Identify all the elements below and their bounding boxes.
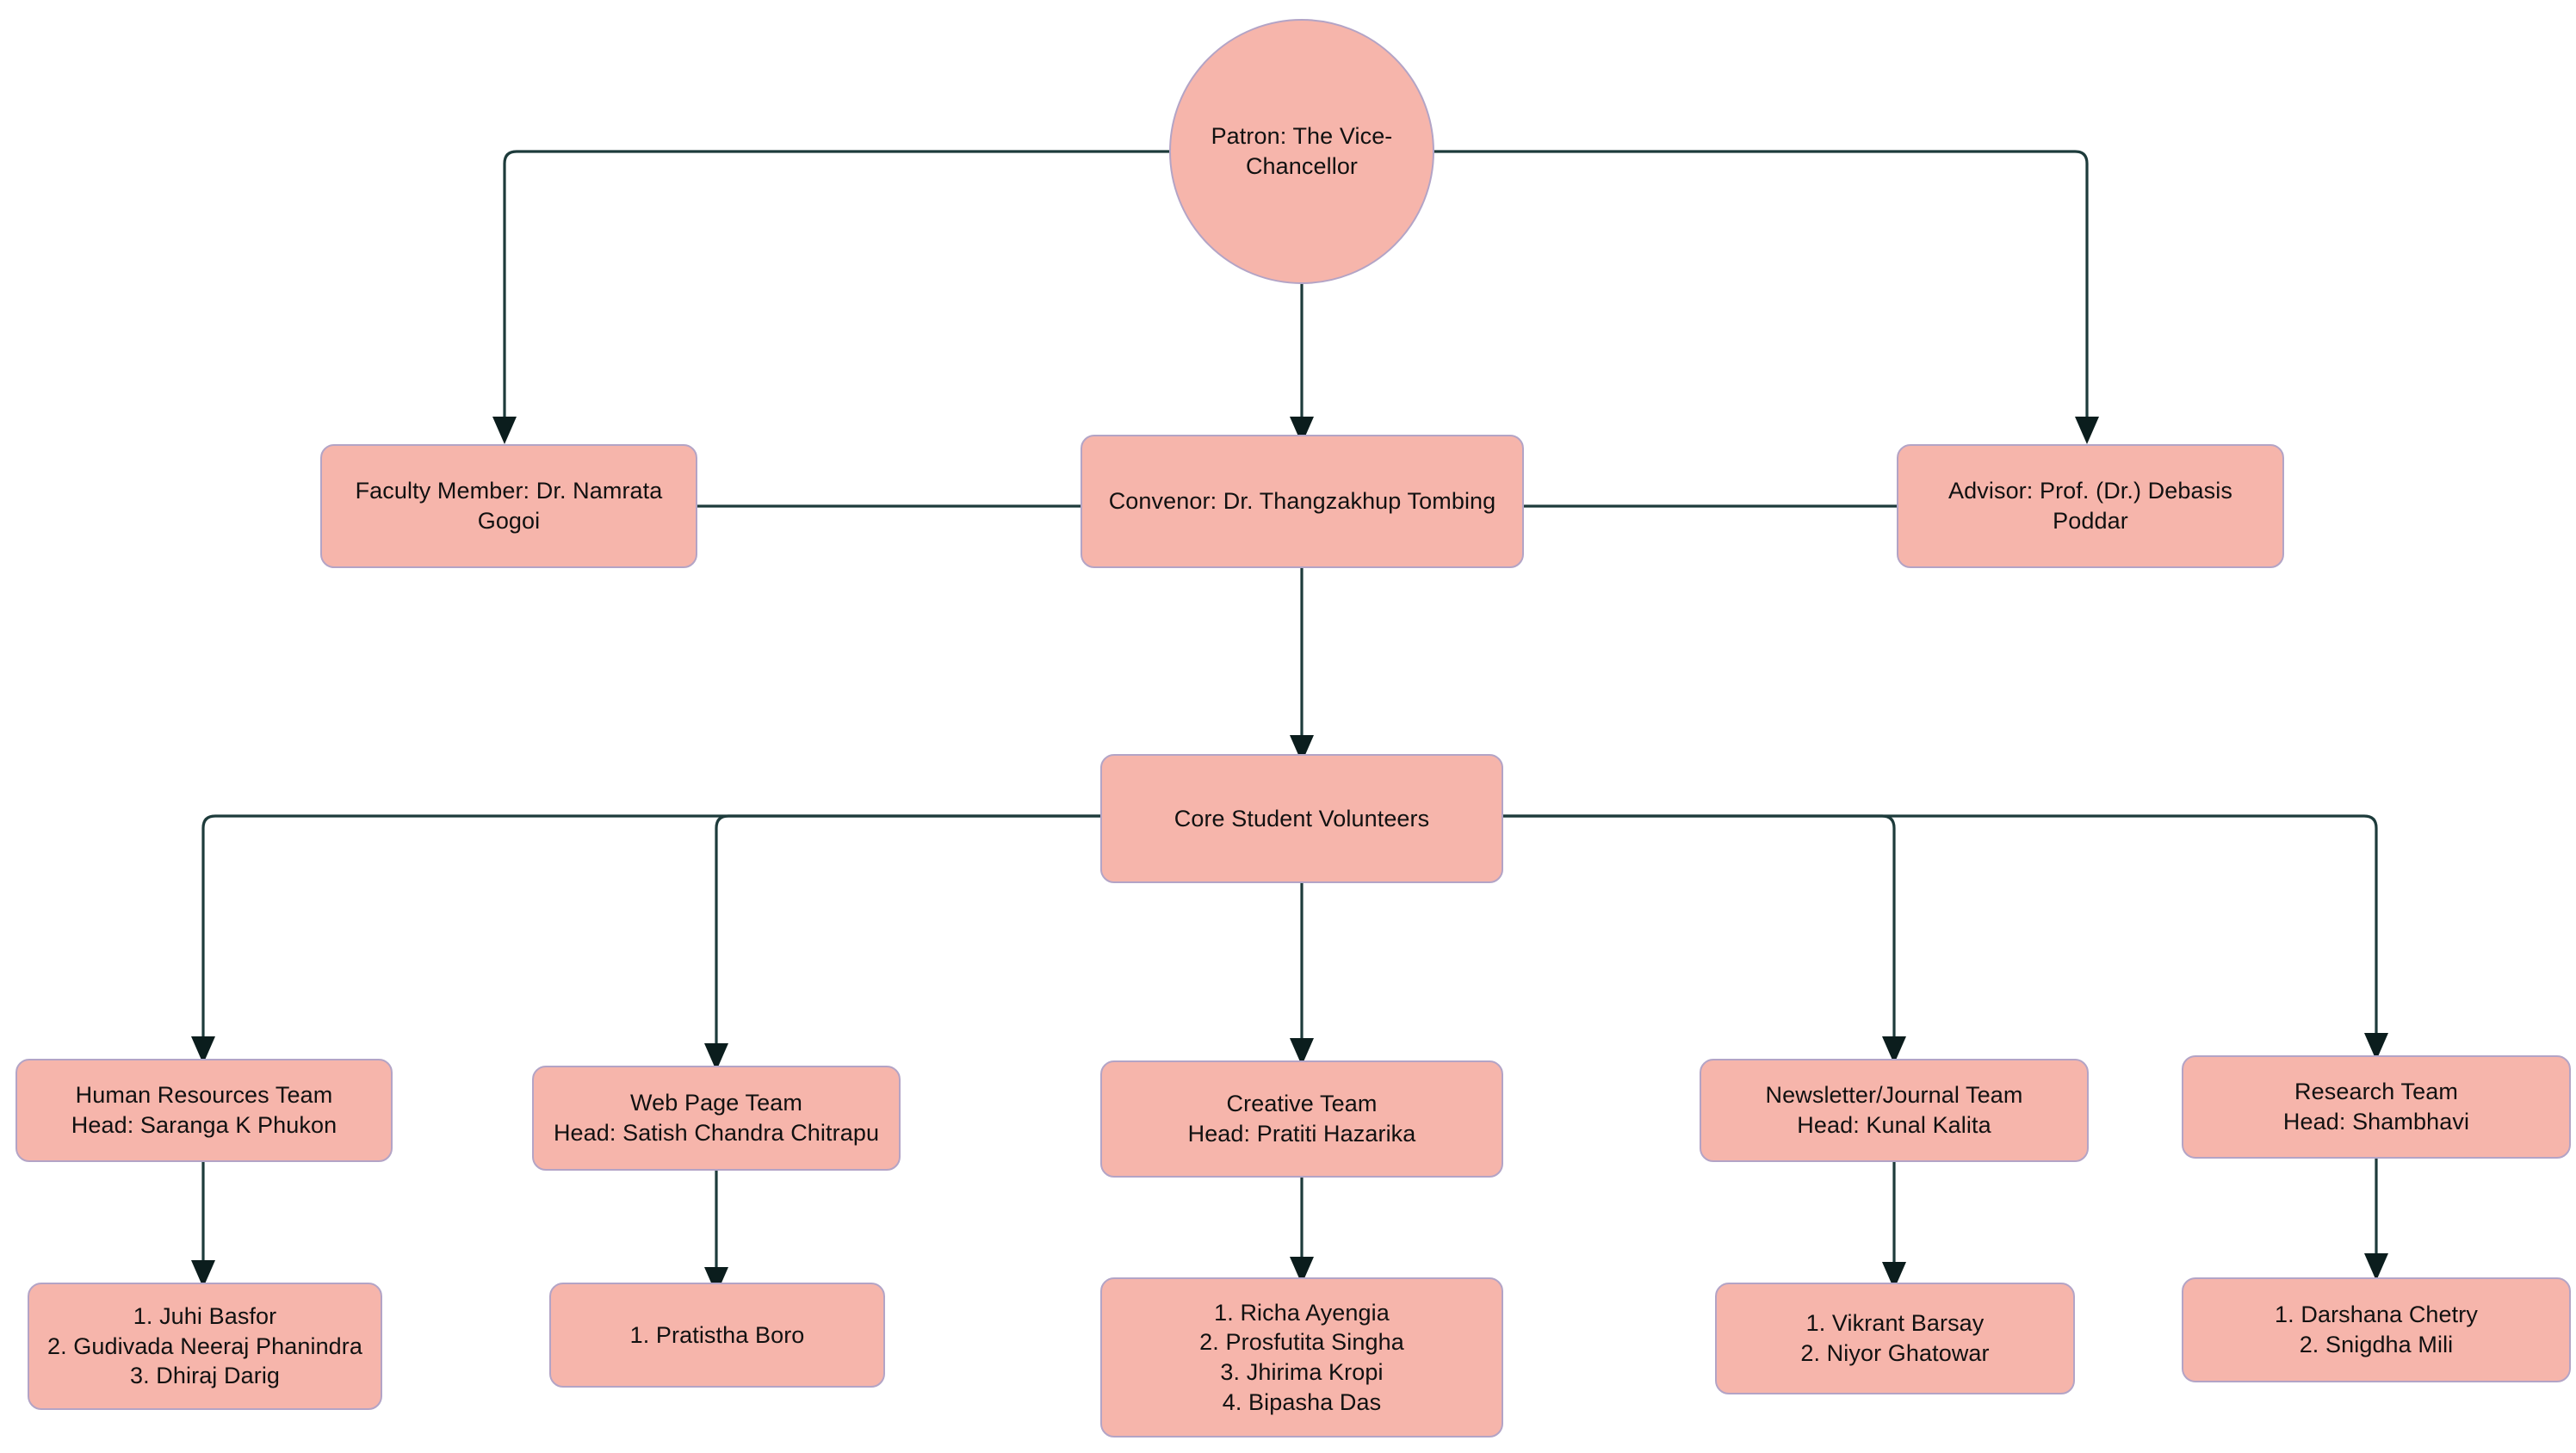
node-creative-members-label: 1. Richa Ayengia 2. Prosfutita Singha 3.… xyxy=(1199,1299,1404,1415)
node-newsletter-members-label: 1. Vikrant Barsay 2. Niyor Ghatowar xyxy=(1800,1310,1990,1366)
node-creative-team[interactable]: Creative Team Head: Pratiti Hazarika xyxy=(1100,1060,1503,1178)
edge-core-to-hr xyxy=(201,814,1100,1042)
node-faculty-member-label: Faculty Member: Dr. Namrata Gogoi xyxy=(355,478,663,534)
node-creative-team-label: Creative Team Head: Pratiti Hazarika xyxy=(1187,1091,1416,1147)
node-advisor-label: Advisor: Prof. (Dr.) Debasis Poddar xyxy=(1948,478,2232,534)
node-convenor[interactable]: Convenor: Dr. Thangzakhup Tombing xyxy=(1081,435,1524,568)
edge-core-to-newsletter xyxy=(1503,814,1896,1042)
node-research-members[interactable]: 1. Darshana Chetry 2. Snigdha Mili xyxy=(2182,1277,2571,1382)
edge-core-to-research xyxy=(1503,814,2378,1038)
node-creative-members[interactable]: 1. Richa Ayengia 2. Prosfutita Singha 3.… xyxy=(1100,1277,1503,1438)
node-core-student-volunteers[interactable]: Core Student Volunteers xyxy=(1100,754,1503,883)
node-faculty-member[interactable]: Faculty Member: Dr. Namrata Gogoi xyxy=(320,444,697,568)
arrowhead-patron-faculty xyxy=(492,417,517,444)
node-newsletter-members[interactable]: 1. Vikrant Barsay 2. Niyor Ghatowar xyxy=(1715,1283,2075,1394)
node-newsletter-journal-team[interactable]: Newsletter/Journal Team Head: Kunal Kali… xyxy=(1700,1059,2089,1162)
node-patron-label: Patron: The Vice-Chancellor xyxy=(1211,123,1393,179)
node-web-members-label: 1. Pratistha Boro xyxy=(629,1321,805,1348)
node-web-members[interactable]: 1. Pratistha Boro xyxy=(549,1283,885,1388)
edge-core-to-web xyxy=(715,814,1100,1048)
node-newsletter-journal-team-label: Newsletter/Journal Team Head: Kunal Kali… xyxy=(1765,1082,2023,1138)
node-web-page-team[interactable]: Web Page Team Head: Satish Chandra Chitr… xyxy=(532,1066,901,1171)
node-convenor-label: Convenor: Dr. Thangzakhup Tombing xyxy=(1108,488,1496,515)
node-core-student-volunteers-label: Core Student Volunteers xyxy=(1173,805,1430,832)
arrowhead-patron-advisor xyxy=(2075,417,2099,444)
node-research-team-label: Research Team Head: Shambhavi xyxy=(2282,1079,2470,1135)
node-web-page-team-label: Web Page Team Head: Satish Chandra Chitr… xyxy=(553,1090,880,1146)
node-hr-members-label: 1. Juhi Basfor 2. Gudivada Neeraj Phanin… xyxy=(46,1303,363,1389)
node-hr-members[interactable]: 1. Juhi Basfor 2. Gudivada Neeraj Phanin… xyxy=(28,1283,382,1410)
node-patron[interactable]: Patron: The Vice-Chancellor xyxy=(1169,19,1434,284)
node-research-team[interactable]: Research Team Head: Shambhavi xyxy=(2182,1055,2571,1159)
node-research-members-label: 1. Darshana Chetry 2. Snigdha Mili xyxy=(2275,1302,2478,1357)
node-hr-team-label: Human Resources Team Head: Saranga K Phu… xyxy=(71,1082,337,1138)
node-hr-team[interactable]: Human Resources Team Head: Saranga K Phu… xyxy=(15,1059,393,1162)
node-advisor[interactable]: Advisor: Prof. (Dr.) Debasis Poddar xyxy=(1897,444,2284,568)
